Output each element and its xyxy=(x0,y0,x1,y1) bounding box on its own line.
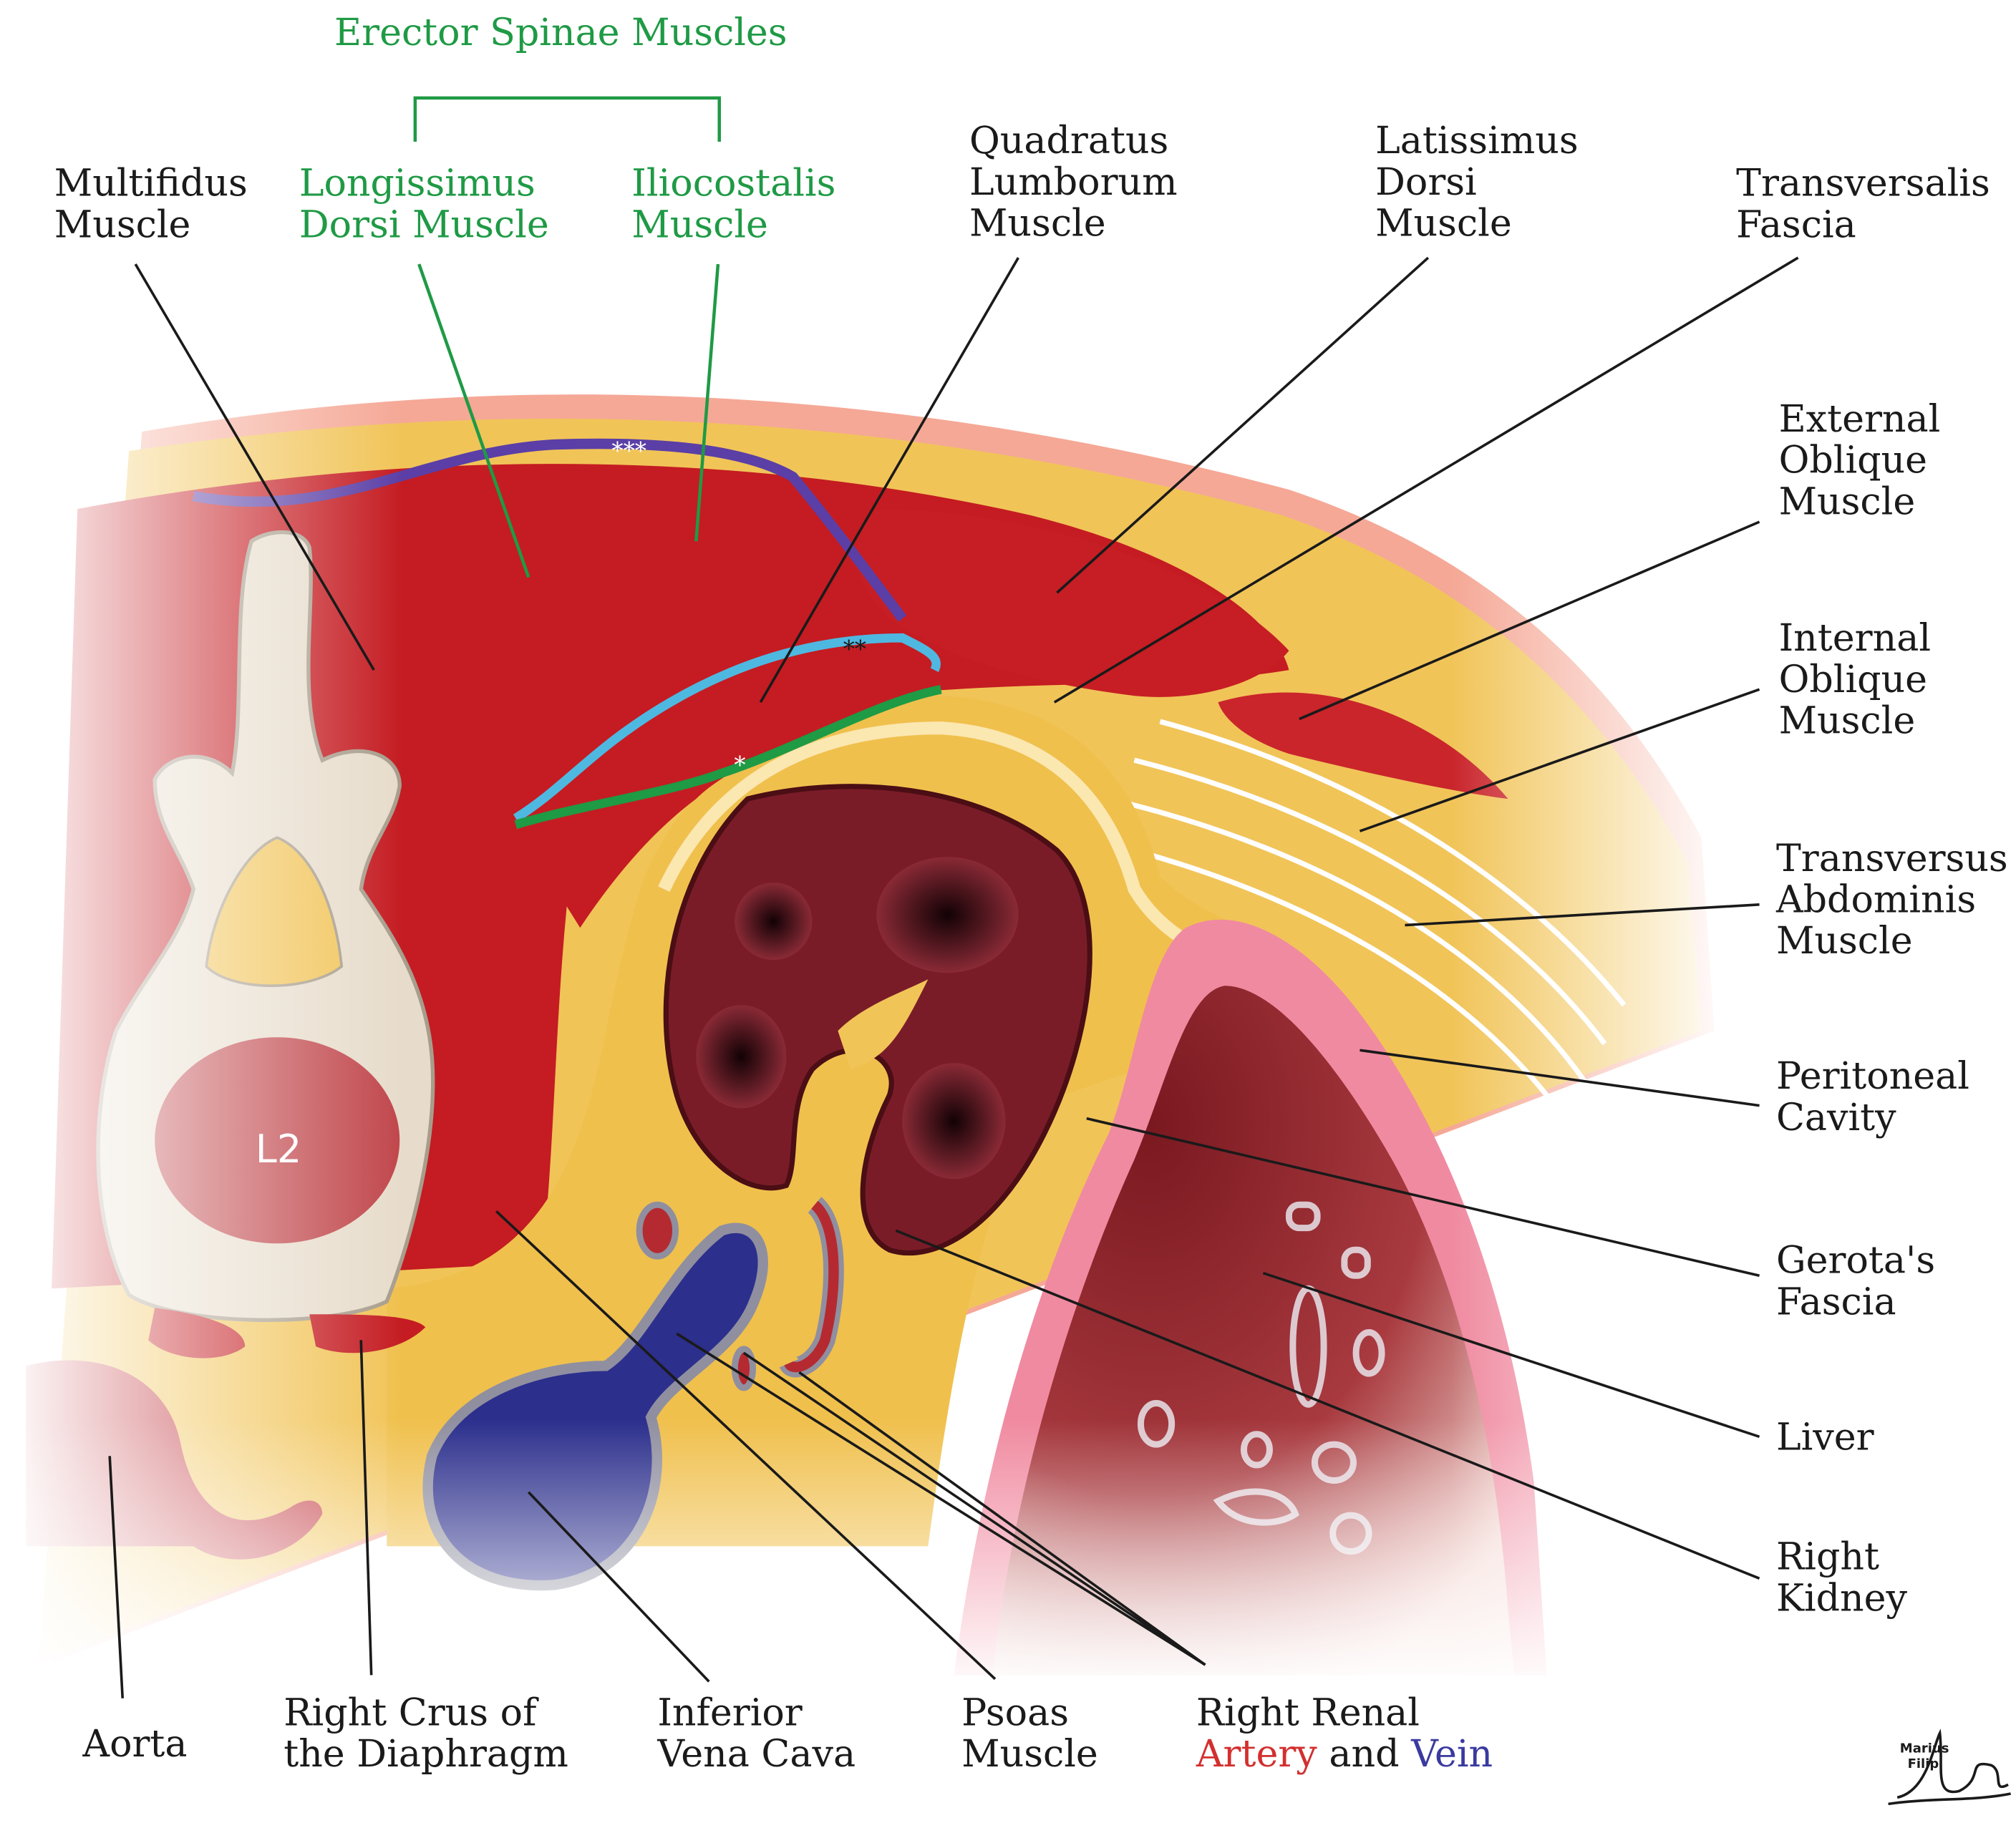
label-multifidus: Multifidus Muscle xyxy=(54,162,260,247)
label-transversus: Transversus Abdominis Muscle xyxy=(1775,837,2016,963)
label-ivc: Inferior Vena Cava xyxy=(656,1692,856,1776)
marker-single: * xyxy=(734,752,745,779)
label-crus: Right Crus of the Diaphragm xyxy=(284,1692,568,1776)
vertebra-label: L2 xyxy=(256,1127,301,1172)
label-psoas: Psoas Muscle xyxy=(961,1692,1098,1776)
label-gerota: Gerota's Fascia xyxy=(1776,1240,1947,1324)
label-quadratus: Quadratus Lumborum Muscle xyxy=(969,120,1189,245)
label-peritoneal: Peritoneal Cavity xyxy=(1776,1055,1982,1139)
leader-lines xyxy=(108,256,1799,1698)
label-external-oblique: External Oblique Muscle xyxy=(1779,398,1952,523)
label-aorta: Aorta xyxy=(82,1723,187,1766)
marker-double: ** xyxy=(843,636,866,663)
marker-triple: *** xyxy=(611,437,646,465)
label-liver: Liver xyxy=(1776,1416,1874,1459)
svg-text:Filip: Filip xyxy=(1908,1756,1939,1771)
label-internal-oblique: Internal Oblique Muscle xyxy=(1779,617,1943,742)
label-iliocostalis: Iliocostalis Muscle xyxy=(631,162,848,247)
label-longissimus: Longissimus Dorsi Muscle xyxy=(299,162,549,247)
title-erector-spinae: Erector Spinae Muscles xyxy=(334,11,788,54)
artist-signature: Marius Filip xyxy=(1888,1729,2011,1806)
label-transversalis: Transversalis Fascia xyxy=(1736,162,2002,247)
labels: Erector Spinae Muscles Multifidus Muscle… xyxy=(54,11,2016,1776)
label-latissimus: Latissimus Dorsi Muscle xyxy=(1375,120,1590,245)
erector-brackets xyxy=(413,96,721,578)
label-kidney: Right Kidney xyxy=(1776,1536,1908,1620)
label-renal-vessels: Right Renal Artery and Vein xyxy=(1196,1692,1493,1776)
